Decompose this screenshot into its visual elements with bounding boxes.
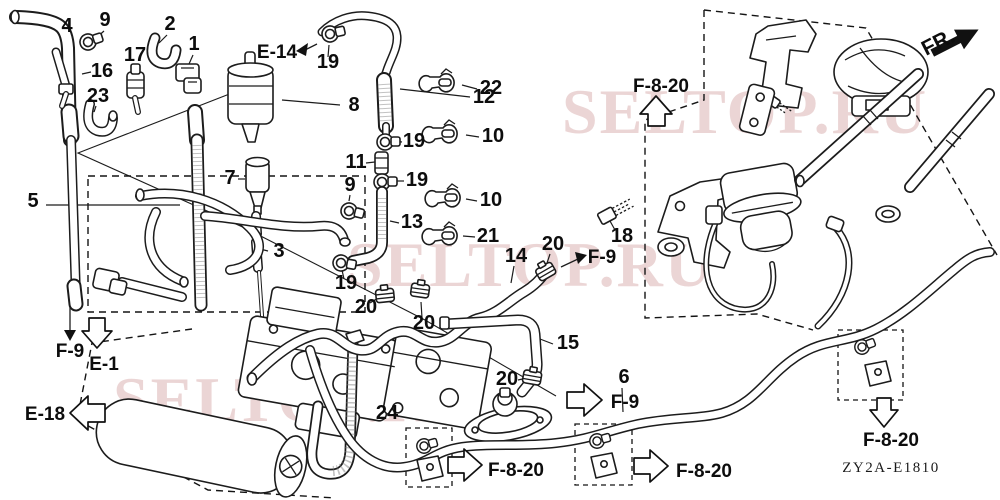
f9-left-thin-arrow [64,306,76,341]
right-dashed-outline-top [703,9,998,256]
part-label-20-24: 20 [542,233,564,255]
hose-12-drawing [317,11,402,140]
part-label-6-31: 6 [618,366,629,388]
ref-label-f9-2: F-9 [56,341,85,362]
part-label-7-21: 7 [224,167,235,189]
part-label-20-26: 20 [355,296,377,318]
part-label-9-16: 9 [344,174,355,196]
ref-label-f9-6: F-9 [611,392,640,413]
right-tubes-drawing [794,68,995,223]
part-label-24-30: 24 [376,402,399,424]
clip-10a-drawing [421,119,458,144]
clip-10b-drawing [424,183,461,208]
ref-label-f820-9: F-8-20 [863,430,919,451]
f8-20-up-arrow [639,95,673,127]
ref-label-e18-4: E-18 [25,404,65,425]
ref-label-f820-7: F-8-20 [488,460,544,481]
part-label-2-2: 2 [164,13,175,35]
ref-label-e1-3: E-1 [89,354,119,375]
fr-direction-arrow: FR. [918,25,979,61]
part-label-20-28: 20 [496,368,518,390]
part-label-3-19: 3 [273,240,284,262]
part-label-4-0: 4 [61,15,73,37]
flat-bracket-drawing [738,83,776,136]
part-label-15-29: 15 [557,332,579,354]
part-label-10-17: 10 [480,189,502,211]
part-label-18-25: 18 [611,225,633,247]
f8-20-down-arrow [869,397,899,428]
e1-down-arrow [81,317,113,349]
part-label-21-20: 21 [477,225,499,247]
f9-mid-thin-arrow [560,252,587,268]
strainer-cup-drawing [719,162,802,253]
reference-arrows [64,43,899,483]
part-label-19-22: 19 [335,272,357,294]
hose-13-drawing [347,186,388,267]
bottom-mid-box-parts [587,429,618,479]
part-label-19-8: 19 [317,51,339,73]
lower-wire-drawing [814,215,853,330]
fuel-strainer-assembly-drawing [657,19,995,330]
filter-7-drawing [245,156,270,215]
hose-6-drawing [305,247,995,473]
clamp-9-mid-drawing [338,200,367,224]
e1-dashed-box [87,175,366,313]
part-label-1-3: 1 [188,33,199,55]
part-label-23-6: 23 [87,85,109,107]
ref-label-e14-0: E-14 [257,42,298,63]
hose-2-drawing [146,32,182,70]
e14-thin-arrow [296,43,318,56]
bottom-right-box-parts [852,334,892,387]
hose-14-drawing [246,265,552,386]
part-label-16-5: 16 [91,60,113,82]
part-label-14-23: 14 [505,245,528,267]
part-label-5-7: 5 [27,190,38,212]
e1-hose-assembly-drawing [92,188,351,302]
clamp-9-top-drawing [77,28,106,53]
part-label-8-9: 8 [348,94,359,116]
bolt-18-drawing [596,198,634,225]
bottom-mid-dashed-box [574,423,633,486]
part-label-11-14: 11 [345,151,366,173]
ref-label-f9-5: F-9 [588,247,617,268]
part-label-19-13: 19 [403,130,425,152]
f8-20-right-arrow-1 [447,448,483,482]
hose-4-drawing [9,9,84,312]
part-label-13-18: 13 [401,211,423,233]
e18-left-arrow [69,395,106,431]
right-dashed-outline-left [644,10,814,331]
f9-right-arrow [566,383,603,417]
part-label-10-12: 10 [482,125,504,147]
part-16-drawing [51,47,74,109]
part-17-drawing [126,63,145,115]
part-label-9-1: 9 [99,9,110,31]
clamp-19-b-drawing [376,133,401,151]
clip-22-drawing [418,68,455,93]
fr-label: FR. [918,25,959,61]
part-label-22-11: 22 [480,77,502,99]
diagram-code: ZY2A-E1810 [842,460,940,476]
hose-23-drawing [83,99,118,137]
fr-arrow-icon [930,29,979,57]
part-label-17-4: 17 [124,44,146,66]
part-label-20-27: 20 [413,312,435,334]
part-label-19-15: 19 [406,169,428,191]
pipe-11-drawing [374,151,389,175]
tube-5-drawing [187,104,208,312]
bracket-1-drawing [175,63,202,94]
bottom-right-dashed-box [837,329,904,401]
ref-label-f820-8: F-8-20 [676,461,732,482]
part-label-12-10: 12 [473,86,495,108]
strainer-wire-drawing [703,205,777,313]
pump-joint-drawing [463,387,553,443]
filter-8-drawing [227,51,274,143]
f8-20-right-arrow-2 [633,449,669,483]
separator-cylinder-drawing [95,398,308,498]
ref-label-f820-1: F-8-20 [633,76,689,97]
